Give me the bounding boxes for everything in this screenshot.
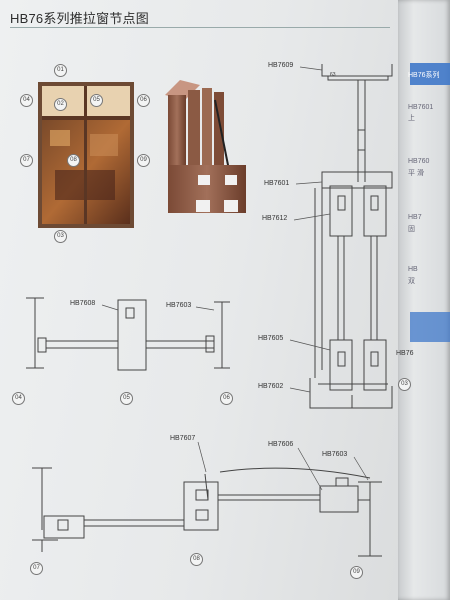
- adjacent-text: 平 滑: [408, 170, 424, 177]
- marker-04: 04: [20, 94, 33, 107]
- profile-label: HB7612: [262, 215, 288, 222]
- node-number-08: 08: [190, 553, 203, 566]
- section-drawings: [26, 64, 393, 557]
- node-number-07: 07: [30, 562, 43, 575]
- marker-02: 02: [54, 98, 67, 111]
- adjacent-text: HB760: [408, 158, 430, 165]
- page-title: HB76系列推拉窗节点图: [10, 11, 149, 26]
- node-number-09: 09: [350, 566, 363, 579]
- profile-label: HB7603: [322, 451, 348, 458]
- adjacent-text: HB7601: [408, 104, 434, 111]
- marker-03: 03: [54, 230, 67, 243]
- profile-label: HB7609: [268, 62, 294, 69]
- adjacent-page-band: [410, 312, 450, 342]
- profile-label: HB7606: [268, 441, 294, 448]
- marker-05: 05: [90, 94, 103, 107]
- marker-06: 06: [137, 94, 150, 107]
- marker-01: 01: [54, 64, 67, 77]
- marker-07: 07: [20, 154, 33, 167]
- adjacent-page-tab: [410, 63, 450, 85]
- profile-label: HB7603: [166, 302, 192, 309]
- leader-lines: [101, 66, 369, 491]
- adjacent-page: [398, 0, 450, 600]
- node-number-03: 03: [398, 378, 411, 391]
- adjacent-text: 上: [408, 115, 415, 122]
- profile-label: HB7601: [264, 180, 290, 187]
- adjacent-text: HB: [408, 266, 418, 273]
- adjacent-text: 固: [408, 226, 415, 233]
- drawing-canvas: [26, 64, 393, 557]
- profile-mini-label: 63: [330, 72, 336, 78]
- adjacent-tab-text: HB76系列: [408, 72, 440, 79]
- adjacent-text: HB7: [408, 214, 422, 221]
- window-photo: [38, 82, 134, 228]
- profile-label: HB7602: [258, 383, 284, 390]
- profile-3d-render: [165, 80, 246, 213]
- title-rule: [10, 27, 390, 28]
- marker-09: 09: [137, 154, 150, 167]
- node-number-05: 05: [120, 392, 133, 405]
- profile-label: HB7607: [170, 435, 196, 442]
- node-number-06: 06: [220, 392, 233, 405]
- node-number-04: 04: [12, 392, 25, 405]
- profile-label: HB7608: [70, 300, 96, 307]
- profile-label: HB7605: [258, 335, 284, 342]
- profile-label: HB76: [396, 350, 414, 357]
- marker-08: 08: [67, 154, 80, 167]
- adjacent-text: 双: [408, 278, 415, 285]
